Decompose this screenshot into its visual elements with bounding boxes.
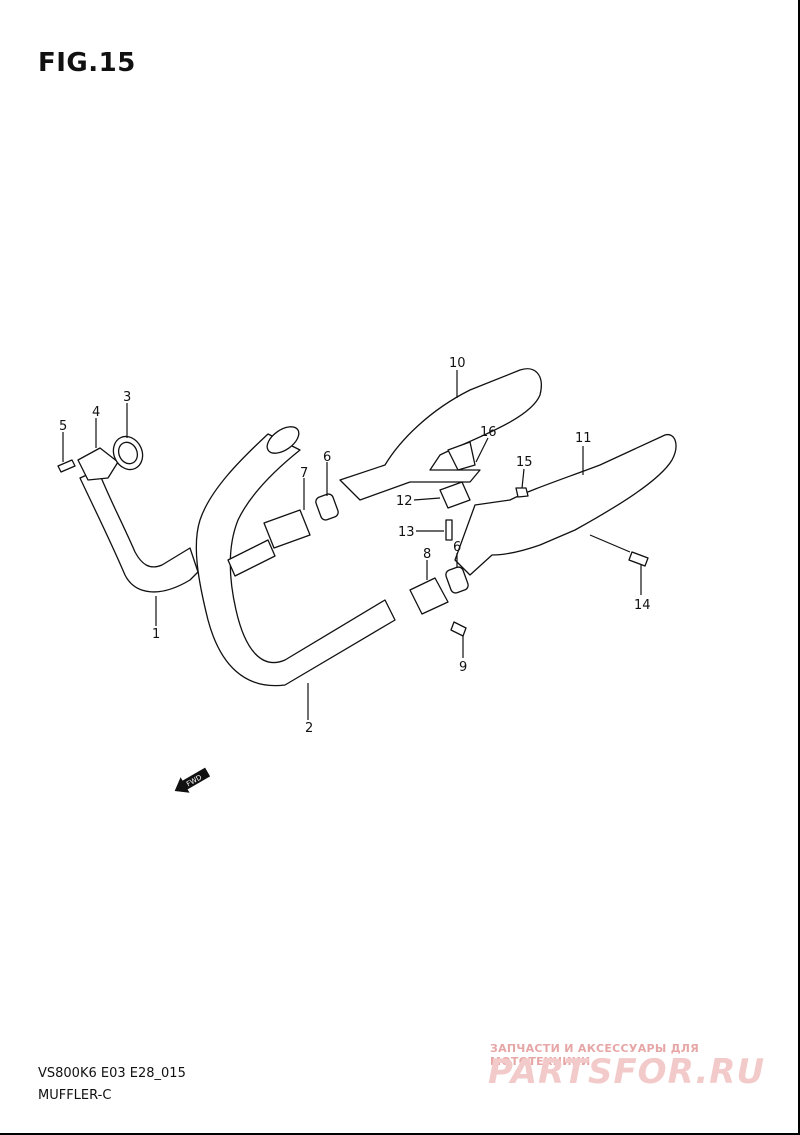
callout-14: 14 [634, 598, 651, 613]
callout-16: 16 [480, 425, 497, 440]
callout-8: 8 [423, 547, 431, 562]
muffler-lower [454, 433, 677, 576]
exhaust-pipe-front [79, 469, 199, 593]
callout-9: 9 [459, 660, 467, 675]
watermark-tagline: ЗАПЧАСТИ И АКСЕССУАРЫ ДЛЯ МОТОТЕХНИКИ [490, 1042, 700, 1068]
model-code: VS800K6 E03 E28_015 [38, 1066, 186, 1081]
callout-13: 13 [398, 525, 415, 540]
callout-6-upper: 6 [323, 450, 331, 465]
callout-10: 10 [449, 356, 466, 371]
exhaust-flange [77, 447, 119, 481]
callout-4: 4 [92, 405, 100, 420]
fwd-arrow-icon: FWD [174, 767, 211, 793]
callout-12: 12 [396, 494, 413, 509]
bolt-13 [445, 519, 453, 541]
section-name: MUFFLER-C [38, 1088, 112, 1103]
pipe-clamp-upper [263, 509, 311, 549]
callout-6-lower: 6 [453, 540, 461, 555]
callout-15: 15 [516, 455, 533, 470]
callout-11: 11 [575, 431, 592, 446]
crossover-clamp [439, 481, 471, 509]
watermark-logo: PARTSFOR.RU [488, 1052, 766, 1092]
figure-title: FIG.15 [38, 48, 136, 78]
callout-5: 5 [59, 419, 67, 434]
callout-7: 7 [300, 466, 308, 481]
pipe-clamp-lower [409, 577, 449, 615]
muffler-upper [339, 368, 542, 501]
muffler-bracket [447, 441, 476, 471]
svg-text:FWD: FWD [185, 773, 203, 788]
bolt-9 [450, 621, 467, 637]
flange-bolt [57, 459, 76, 473]
callout-3: 3 [123, 390, 131, 405]
nut-15 [515, 487, 529, 498]
callout-2: 2 [305, 721, 313, 736]
pipe-joint-lower [445, 566, 469, 594]
pipe-joint-upper [315, 493, 339, 521]
callout-1: 1 [152, 627, 160, 642]
exhaust-pipe-rear [195, 433, 396, 687]
bolt-14 [628, 551, 649, 567]
